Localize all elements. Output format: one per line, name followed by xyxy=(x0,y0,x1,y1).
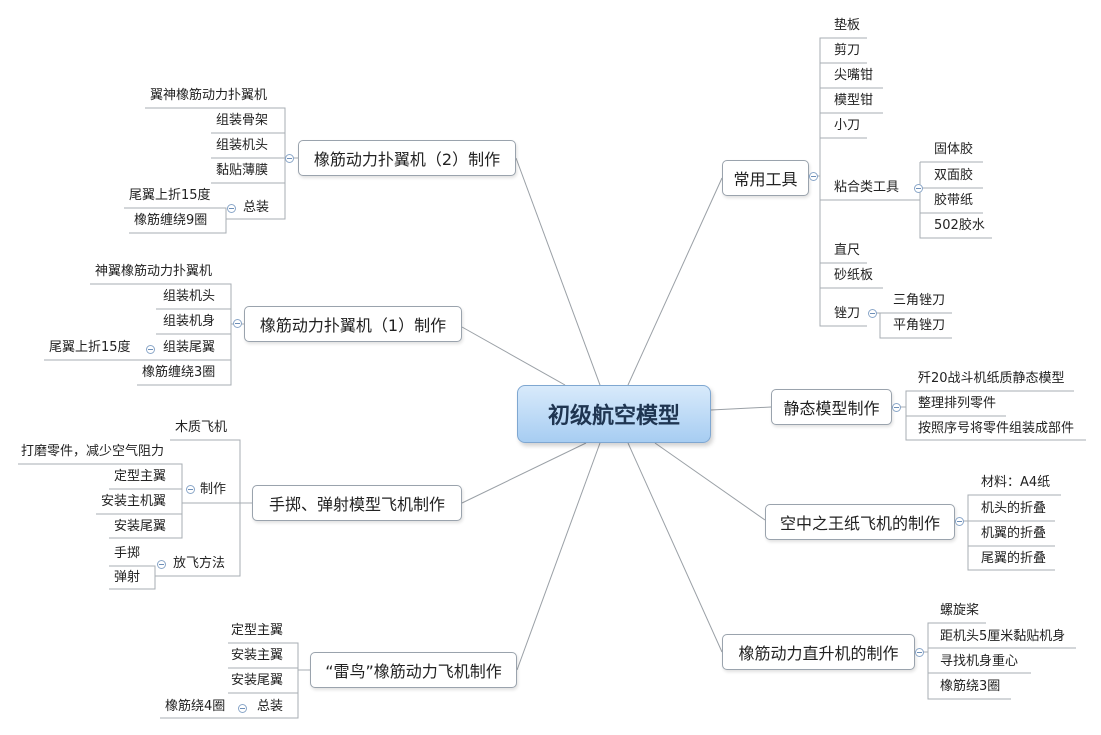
leaf-rubber-4[interactable]: 橡筋绕4圈 xyxy=(165,699,226,714)
collapse-icon[interactable] xyxy=(285,154,294,163)
collapse-icon[interactable] xyxy=(892,403,901,412)
leaf-propeller[interactable]: 螺旋桨 xyxy=(940,603,980,618)
leaf-shuangmianjiao[interactable]: 双面胶 xyxy=(934,168,974,183)
collapse-icon[interactable] xyxy=(186,485,195,494)
leaf-install-tail-2[interactable]: 安装尾翼 xyxy=(114,519,167,534)
leaf-flap2-frame[interactable]: 组装骨架 xyxy=(216,113,269,128)
central-topic[interactable]: 初级航空模型 xyxy=(517,385,711,443)
collapse-icon[interactable] xyxy=(955,517,964,526)
leaf-install-mainwing-2[interactable]: 安装主机翼 xyxy=(101,494,167,509)
collapse-icon[interactable] xyxy=(233,319,242,328)
leaf-cuodao[interactable]: 锉刀 xyxy=(834,306,861,321)
branch-ornithopter-2[interactable]: 橡筋动力扑翼机（2）制作 xyxy=(298,140,516,176)
leaf-hand-throw[interactable]: 手掷 xyxy=(114,546,141,561)
center-connectors xyxy=(461,157,772,671)
collapse-icon[interactable] xyxy=(238,704,247,713)
leaf-flap2-rubber[interactable]: 橡筋缠绕9圈 xyxy=(134,213,208,228)
leaf-moxingqian[interactable]: 模型钳 xyxy=(834,93,874,108)
leaf-flap2-film[interactable]: 黏贴薄膜 xyxy=(216,163,269,178)
leaf-j20[interactable]: 歼20战斗机纸质静态模型 xyxy=(918,371,1065,386)
collapse-icon[interactable] xyxy=(809,172,818,181)
leaf-shape-mainwing[interactable]: 定型主翼 xyxy=(231,623,284,638)
leaf-flap2-name[interactable]: 翼神橡筋动力扑翼机 xyxy=(150,88,268,103)
leaf-jiaodaizhi[interactable]: 胶带纸 xyxy=(934,193,974,208)
collapse-icon[interactable] xyxy=(157,560,166,569)
leaf-balance[interactable]: 寻找机身重心 xyxy=(940,654,1019,669)
leaf-jianzuiqian[interactable]: 尖嘴钳 xyxy=(834,68,874,83)
leaf-head-fold[interactable]: 机头的折叠 xyxy=(981,501,1047,516)
collapse-icon[interactable] xyxy=(146,345,155,354)
leaf-flap1-body[interactable]: 组装机身 xyxy=(163,314,216,329)
leaf-flap1-head[interactable]: 组装机头 xyxy=(163,289,216,304)
leaf-install-mainwing[interactable]: 安装主翼 xyxy=(231,648,284,663)
collapse-icon[interactable] xyxy=(227,204,236,213)
leaf-wing-fold[interactable]: 机翼的折叠 xyxy=(981,526,1047,541)
leaf-install-tail[interactable]: 安装尾翼 xyxy=(231,673,284,688)
collapse-icon[interactable] xyxy=(914,184,923,193)
branch-thunderbird[interactable]: “雷鸟”橡筋动力飞机制作 xyxy=(310,652,517,688)
leaf-arrange[interactable]: 整理排列零件 xyxy=(918,396,997,411)
collapse-icon[interactable] xyxy=(915,648,924,657)
leaf-flap2-head[interactable]: 组装机头 xyxy=(216,138,269,153)
leaf-rubber-3[interactable]: 橡筋绕3圈 xyxy=(940,679,1001,694)
branch-paper-plane[interactable]: 空中之王纸飞机的制作 xyxy=(765,504,955,540)
leaf-pingjiao[interactable]: 平角锉刀 xyxy=(893,318,946,333)
collapse-icon[interactable] xyxy=(868,309,877,318)
leaf-gutijiao[interactable]: 固体胶 xyxy=(934,142,974,157)
branch-static-model[interactable]: 静态模型制作 xyxy=(771,389,892,425)
leaf-zhichi[interactable]: 直尺 xyxy=(834,243,861,258)
leaf-material[interactable]: 材料：A4纸 xyxy=(981,475,1051,490)
leaf-flap2-total[interactable]: 总装 xyxy=(243,200,270,215)
leaf-shape-wing[interactable]: 定型主翼 xyxy=(114,469,167,484)
leaf-catapult[interactable]: 弹射 xyxy=(114,570,141,585)
branch-throw-catapult[interactable]: 手掷、弹射模型飞机制作 xyxy=(252,485,462,521)
leaf-502[interactable]: 502胶水 xyxy=(934,218,985,233)
leaf-connectors xyxy=(18,37,1086,719)
leaf-flap1-fold[interactable]: 尾翼上折15度 xyxy=(49,340,131,355)
leaf-total-assembly[interactable]: 总装 xyxy=(257,699,284,714)
leaf-polish[interactable]: 打磨零件，减少空气阻力 xyxy=(21,444,165,459)
leaf-glue-tools[interactable]: 粘合类工具 xyxy=(834,180,900,195)
branch-common-tools[interactable]: 常用工具 xyxy=(722,160,809,196)
leaf-jiandao[interactable]: 剪刀 xyxy=(834,43,861,58)
leaf-dianban[interactable]: 垫板 xyxy=(834,18,861,33)
leaf-xiaodao[interactable]: 小刀 xyxy=(834,118,861,133)
leaf-flap2-fold[interactable]: 尾翼上折15度 xyxy=(129,188,211,203)
leaf-wood-plane[interactable]: 木质飞机 xyxy=(175,420,228,435)
leaf-sanjiao[interactable]: 三角锉刀 xyxy=(893,293,946,308)
leaf-assemble[interactable]: 按照序号将零件组装成部件 xyxy=(918,421,1075,436)
leaf-flap1-rubber[interactable]: 橡筋缠绕3圈 xyxy=(142,365,216,380)
leaf-tail-fold[interactable]: 尾翼的折叠 xyxy=(981,551,1047,566)
leaf-flap1-name[interactable]: 神翼橡筋动力扑翼机 xyxy=(95,264,213,279)
leaf-fly-method[interactable]: 放飞方法 xyxy=(173,556,226,571)
leaf-distance[interactable]: 距机头5厘米黏贴机身 xyxy=(940,629,1066,644)
leaf-shazhiban[interactable]: 砂纸板 xyxy=(834,268,874,283)
leaf-flap1-tail[interactable]: 组装尾翼 xyxy=(163,340,216,355)
branch-ornithopter-1[interactable]: 橡筋动力扑翼机（1）制作 xyxy=(244,306,462,342)
leaf-make[interactable]: 制作 xyxy=(200,482,227,497)
branch-rubber-helicopter[interactable]: 橡筋动力直升机的制作 xyxy=(722,634,915,670)
